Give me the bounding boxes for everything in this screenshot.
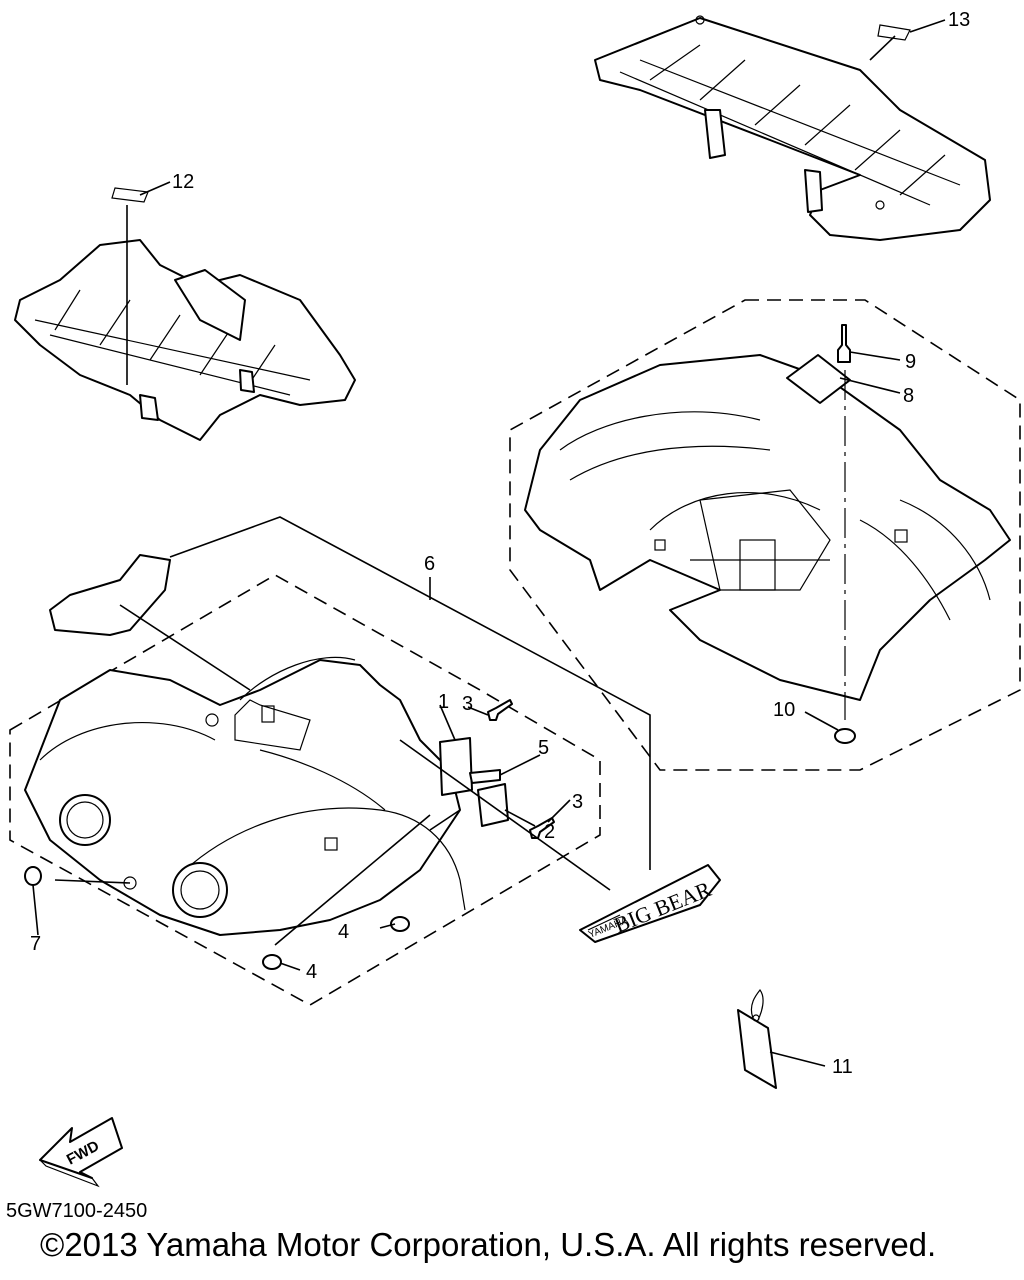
rivet-9 — [837, 324, 851, 363]
front-plate-2 — [477, 783, 509, 827]
damper-5 — [469, 769, 501, 784]
cap-7 — [24, 866, 42, 886]
diagram-code: 5GW7100-2450 — [6, 1200, 148, 1222]
fwd-arrow-icon: FWD — [39, 1117, 123, 1188]
callout-1: 1 — [438, 691, 449, 713]
callout-6: 6 — [424, 553, 435, 575]
callouts: 1 2 3 3 4 4 5 6 7 8 9 10 11 12 13 — [30, 9, 970, 1078]
grommet-4b — [262, 954, 282, 970]
callout-4b: 4 — [306, 961, 317, 983]
callout-2: 2 — [544, 821, 555, 843]
callout-5: 5 — [538, 737, 549, 759]
rear-fender-group-box — [509, 299, 1021, 771]
copyright-text: ©2013 Yamaha Motor Corporation, U.S.A. A… — [40, 1226, 937, 1263]
callout-9: 9 — [905, 351, 916, 373]
callout-12: 12 — [172, 171, 194, 193]
rivet-3b — [529, 817, 555, 839]
grommet-4a — [390, 916, 410, 932]
leader-lines — [32, 19, 946, 1067]
front-fender-group-box — [9, 574, 601, 1006]
rear-carrier[interactable] — [594, 15, 991, 241]
callout-11: 11 — [832, 1056, 853, 1078]
callout-13: 13 — [948, 9, 970, 31]
rear-fender[interactable] — [524, 354, 1011, 701]
decal-13 — [877, 24, 911, 41]
decal-12 — [111, 187, 149, 203]
callout-8: 8 — [903, 385, 914, 407]
front-carrier[interactable] — [14, 239, 356, 441]
front-cover-sheet — [49, 554, 171, 636]
callout-3a: 3 — [462, 693, 473, 715]
front-fender[interactable] — [24, 656, 466, 936]
callout-4a: 4 — [338, 921, 349, 943]
front-plate-1 — [439, 737, 473, 796]
callout-7: 7 — [30, 933, 41, 955]
rivet-3a — [487, 699, 513, 721]
grommet-10 — [834, 728, 856, 744]
big-bear-decal[interactable]: YAMAHA BIG BEAR — [579, 864, 721, 943]
tag-11 — [737, 989, 777, 1089]
callout-10: 10 — [773, 699, 795, 721]
callout-3b: 3 — [572, 791, 583, 813]
